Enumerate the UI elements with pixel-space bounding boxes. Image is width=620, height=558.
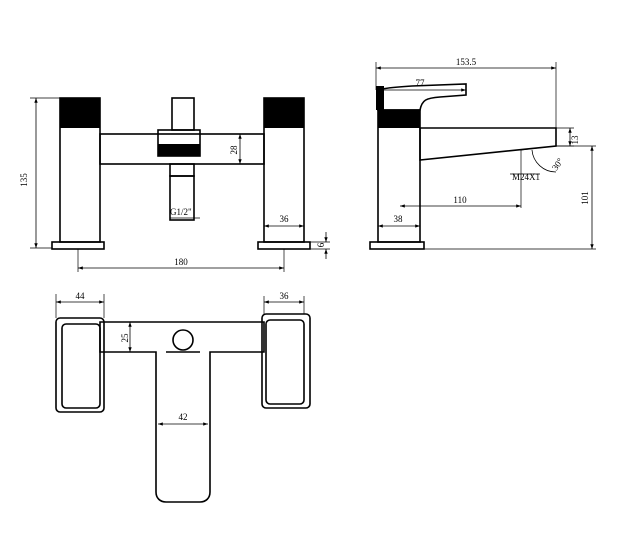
- dim-77-label: 77: [416, 78, 426, 88]
- front-spout-body: [169, 163, 195, 177]
- front-right-base: [257, 241, 311, 250]
- dim-180-label: 180: [174, 257, 188, 267]
- top-view: 44 36 25 42: [55, 291, 311, 503]
- dim-28-label: 28: [229, 145, 239, 155]
- dim-135-label: 135: [19, 173, 29, 187]
- top-left-handle-outer: [55, 317, 105, 413]
- front-spout-tail: [169, 175, 195, 221]
- side-view: 153.5 77 13 30° M24X1 110 38 101: [369, 57, 596, 250]
- side-lever: [377, 83, 467, 111]
- dim-44-label: 44: [76, 291, 86, 301]
- dim-30-label: 30°: [550, 156, 566, 172]
- dim-101-label: 101: [580, 191, 590, 205]
- side-spout: [419, 127, 557, 161]
- front-view: 135 28 G1/2" 36 6 180: [19, 97, 330, 272]
- front-left-pillar-band: [60, 98, 100, 128]
- side-lever-grip: [376, 86, 384, 110]
- dim-36-top-label: 36: [280, 291, 290, 301]
- front-thread-label: G1/2": [170, 207, 192, 217]
- side-body-band: [378, 110, 420, 128]
- front-lever-stem: [171, 97, 195, 131]
- top-right-handle-inner: [265, 319, 305, 405]
- dim-25-label: 25: [120, 333, 130, 343]
- side-angle-ray: [520, 145, 557, 151]
- side-base: [369, 241, 425, 250]
- dim-13-label: 13: [570, 135, 580, 145]
- side-angle-arc: [531, 149, 557, 173]
- dim-42-label: 42: [179, 412, 188, 422]
- dim-38-label: 38: [394, 214, 404, 224]
- dim-153-label: 153.5: [456, 57, 477, 67]
- dim-6-label: 6: [316, 242, 326, 247]
- top-lever-hole: [172, 329, 194, 351]
- front-left-base: [51, 241, 105, 250]
- dim-110-label: 110: [453, 195, 467, 205]
- top-left-handle-inner: [61, 323, 101, 409]
- top-body: [99, 321, 265, 503]
- front-lever-cap-dark: [158, 144, 200, 156]
- dim-m24-label: M24X1: [512, 172, 540, 182]
- front-right-pillar-band: [264, 98, 304, 128]
- dim-36-front-label: 36: [280, 214, 290, 224]
- top-right-handle-outer: [261, 313, 311, 409]
